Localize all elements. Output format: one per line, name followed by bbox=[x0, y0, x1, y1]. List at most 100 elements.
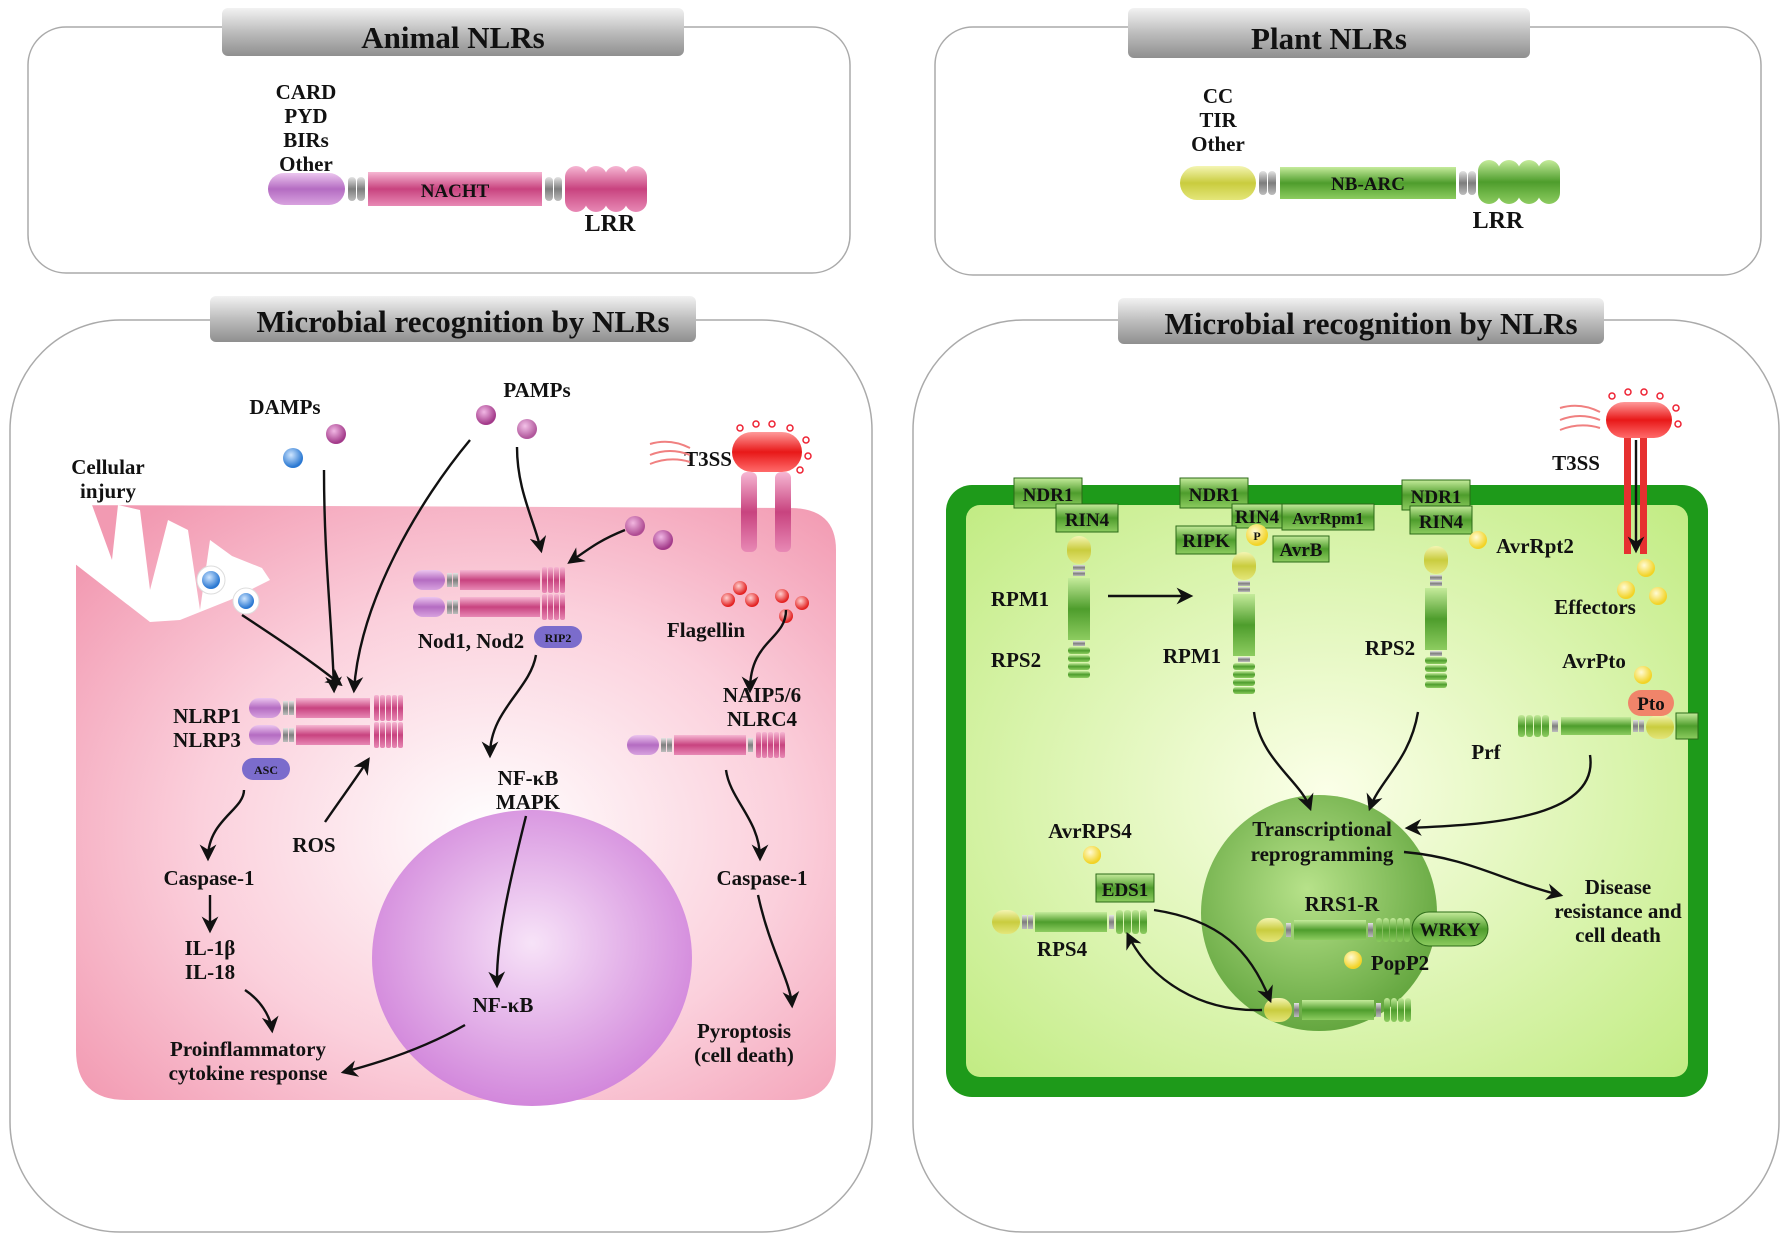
plant-title-bar: Plant NLRs bbox=[1128, 8, 1530, 58]
plant-domain-other: Other bbox=[1191, 132, 1245, 156]
rpm1-rps2-left bbox=[1067, 536, 1091, 678]
rps2-right bbox=[1424, 546, 1448, 688]
rps4-eds1: EDS1 bbox=[992, 846, 1155, 934]
animal-section-title: Microbial recognition by NLRs bbox=[256, 304, 669, 339]
prf-label: Prf bbox=[1471, 740, 1501, 764]
nlrp1-label: NLRP1 bbox=[173, 704, 241, 728]
plant-arrows bbox=[1108, 440, 1645, 1012]
pyroptosis-label-1: Pyroptosis bbox=[697, 1019, 791, 1043]
avrrpt2-label: AvrRpt2 bbox=[1496, 534, 1574, 558]
phospho-label: P bbox=[1253, 529, 1260, 543]
plant-lrr-label: LRR bbox=[1473, 208, 1524, 234]
plant-lrr-domain bbox=[1478, 160, 1560, 204]
animal-lrr-domain bbox=[565, 166, 647, 212]
nacht-label: NACHT bbox=[421, 181, 490, 202]
nod-label: Nod1, Nod2 bbox=[418, 629, 524, 653]
nacht-domain bbox=[368, 172, 542, 206]
disease-label-1: Disease bbox=[1585, 875, 1652, 899]
nlrc4-label: NLRC4 bbox=[727, 707, 798, 731]
plant-domain-cc: CC bbox=[1203, 84, 1233, 108]
proinflammatory-label-2: cytokine response bbox=[169, 1061, 328, 1085]
prf-pto-complex: Pto bbox=[1518, 690, 1699, 740]
popp2-label: PopP2 bbox=[1371, 951, 1429, 975]
animal-domain-panel bbox=[27, 26, 851, 274]
nlrp-inflammasome: ASC bbox=[242, 695, 403, 780]
t3ss-needle-right bbox=[775, 472, 791, 552]
nfkb-mapk-label-2: MAPK bbox=[496, 790, 561, 814]
ndr1-middle-label: NDR1 bbox=[1189, 485, 1240, 506]
nbarc-domain bbox=[1280, 167, 1456, 199]
asc-adaptor bbox=[242, 758, 290, 780]
animal-section-title-bar: Microbial recognition by NLRs bbox=[210, 296, 696, 342]
rrs1-label: RRS1-R bbox=[1305, 892, 1381, 916]
nucleus bbox=[372, 810, 692, 1106]
animal-linker-2 bbox=[545, 177, 562, 201]
transcriptional-label-2: reprogramming bbox=[1251, 842, 1394, 866]
ndr1-rin4-right: NDR1 RIN4 bbox=[1401, 479, 1473, 535]
animal-cell bbox=[70, 505, 836, 1106]
rin4-right-label: RIN4 bbox=[1419, 512, 1464, 533]
effectors-label: Effectors bbox=[1554, 595, 1636, 619]
animal-domain-pyd: PYD bbox=[284, 104, 327, 128]
nbarc-label: NB-ARC bbox=[1331, 174, 1405, 195]
ndr1-right-label: NDR1 bbox=[1411, 487, 1462, 508]
animal-nterm-domain bbox=[268, 173, 345, 205]
nfkb-mapk-label-1: NF-κB bbox=[498, 766, 559, 790]
animal-title: Animal NLRs bbox=[361, 20, 544, 55]
ndr1-rin4-left: NDR1 RIN4 bbox=[1013, 477, 1119, 533]
plant-domain-tir: TIR bbox=[1199, 108, 1237, 132]
plant-nucleus bbox=[1201, 795, 1437, 1031]
rrs1-wrky: WRKY bbox=[1256, 911, 1489, 947]
plant-bacterium bbox=[1559, 388, 1682, 554]
animal-t3ss-label: T3SS bbox=[684, 447, 732, 471]
pto-kinase bbox=[1628, 690, 1674, 716]
animal-lrr-label: LRR bbox=[585, 211, 636, 237]
pamps-label: PAMPs bbox=[503, 378, 570, 402]
pamp-particles bbox=[476, 405, 673, 550]
avrb-label: AvrB bbox=[1280, 540, 1323, 561]
animal-nlr-domain-structure: CARD PYD BIRs Other NACHT LRR bbox=[268, 80, 647, 237]
disease-label-3: cell death bbox=[1575, 923, 1661, 947]
avrrpm1-label: AvrRpm1 bbox=[1292, 509, 1363, 528]
avrpto-label: AvrPto bbox=[1562, 649, 1626, 673]
rin4-middle-label: RIN4 bbox=[1235, 507, 1280, 528]
flagellin-label: Flagellin bbox=[667, 618, 745, 642]
plant-linker-2 bbox=[1459, 171, 1476, 195]
pyroptosis-label-2: (cell death) bbox=[694, 1043, 794, 1067]
naip-nlrc4 bbox=[627, 732, 785, 758]
ndr1-left-label: NDR1 bbox=[1023, 485, 1074, 506]
damps-label: DAMPs bbox=[249, 395, 320, 419]
plant-title: Plant NLRs bbox=[1251, 21, 1407, 56]
nlrp3-label: NLRP3 bbox=[173, 728, 241, 752]
asc-label: ASC bbox=[254, 763, 278, 777]
plant-nterm-domain bbox=[1180, 166, 1256, 200]
cellular-injury-label-2: injury bbox=[80, 479, 137, 503]
il1b-label: IL-1β bbox=[185, 936, 236, 960]
wrky-label: WRKY bbox=[1419, 920, 1481, 941]
rpm1-middle bbox=[1232, 552, 1256, 694]
plant-t3ss-label: T3SS bbox=[1552, 451, 1600, 475]
nfkb-label: NF-κB bbox=[473, 993, 534, 1017]
plant-nlr-domain-structure: CC TIR Other NB-ARC LRR bbox=[1180, 84, 1560, 234]
plant-section-title-bar: Microbial recognition by NLRs bbox=[1118, 298, 1604, 344]
rin4-left-label: RIN4 bbox=[1065, 510, 1110, 531]
cellular-injury-membrane bbox=[70, 505, 270, 622]
animal-domain-other: Other bbox=[279, 152, 333, 176]
damp-particles bbox=[196, 424, 346, 615]
wrky-domain bbox=[1411, 911, 1489, 947]
caspase-left-label: Caspase-1 bbox=[163, 866, 254, 890]
proinflammatory-label-1: Proinflammatory bbox=[170, 1037, 326, 1061]
rps2-right-label: RPS2 bbox=[1365, 636, 1415, 660]
animal-linker bbox=[348, 177, 365, 201]
animal-domain-card: CARD bbox=[276, 80, 337, 104]
rps2-left-label: RPS2 bbox=[991, 648, 1041, 672]
naip-label: NAIP5/6 bbox=[723, 683, 801, 707]
animal-bacterium bbox=[649, 420, 812, 552]
rps4-label: RPS4 bbox=[1037, 937, 1088, 961]
cellular-injury-label-1: Cellular bbox=[71, 455, 145, 479]
rip2-adaptor bbox=[534, 626, 582, 648]
plant-domain-panel bbox=[934, 26, 1762, 276]
il18-label: IL-18 bbox=[185, 960, 235, 984]
rpm1-middle-label: RPM1 bbox=[1163, 644, 1221, 668]
